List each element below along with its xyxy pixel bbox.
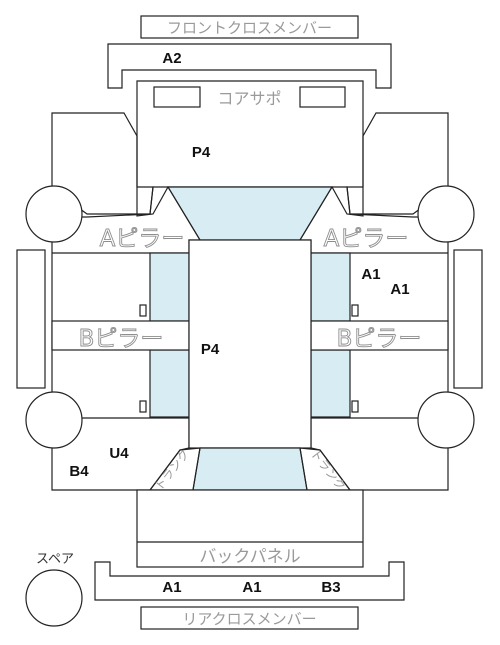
core-support-label: コアサポ <box>217 89 281 108</box>
right-front-door-code-1: A1 <box>361 266 380 283</box>
right-b-pillar[interactable] <box>310 320 449 351</box>
right-front-window[interactable] <box>310 252 351 322</box>
trunk-lid[interactable] <box>136 489 364 568</box>
left-rocker[interactable] <box>16 249 46 389</box>
rear-right-wheel[interactable] <box>417 391 475 449</box>
trunk-left-label: トランク <box>152 447 193 493</box>
headlight-right <box>299 86 346 108</box>
windshield[interactable] <box>166 186 334 241</box>
rear-left-wheel[interactable] <box>25 391 83 449</box>
right-rear-door-handle <box>351 400 359 413</box>
left-rear-window[interactable] <box>149 349 190 418</box>
hood-code: P4 <box>192 144 211 161</box>
roof-code: P4 <box>201 341 220 358</box>
left-rear-quarter-code-2: B4 <box>69 463 89 480</box>
rear-cross-member-bracket[interactable] <box>94 561 405 601</box>
left-b-pillar[interactable] <box>51 320 190 351</box>
rear-cross-member-code-2: A1 <box>242 579 261 596</box>
left-front-window[interactable] <box>149 252 190 322</box>
front-cross-member-box <box>140 15 359 39</box>
rear-cross-member-label: リアクロスメンバー <box>182 610 316 628</box>
left-front-door-handle <box>139 304 147 317</box>
trunk-right-label: トランク <box>308 447 349 493</box>
front-right-wheel[interactable] <box>417 185 475 243</box>
a-pillar-left-label: Aピラー <box>100 226 185 252</box>
front-cross-member-bracket[interactable] <box>107 43 392 89</box>
right-rear-window[interactable] <box>310 349 351 418</box>
left-rear-door-handle <box>139 400 147 413</box>
right-front-door-handle <box>351 304 359 317</box>
right-rocker[interactable] <box>453 249 483 389</box>
b-pillar-right-label: Bピラー <box>337 326 422 352</box>
front-left-wheel[interactable] <box>25 185 83 243</box>
roof[interactable] <box>188 239 312 449</box>
spare-label: スペア <box>36 552 74 567</box>
back-panel-label: バックパネル <box>199 547 300 567</box>
a-pillar-right-label: Aピラー <box>324 226 409 252</box>
rear-window[interactable] <box>192 447 308 491</box>
front-cross-member-label: フロントクロスメンバー <box>167 19 332 37</box>
rear-cross-member-box <box>140 606 359 630</box>
spare-tire[interactable] <box>25 569 83 627</box>
right-front-door-code-2: A1 <box>390 281 409 298</box>
b-pillar-left-label: Bピラー <box>79 326 164 352</box>
left-rear-quarter-code-1: U4 <box>109 445 129 462</box>
headlight-left <box>153 86 201 108</box>
rear-cross-member-code-3: B3 <box>321 579 340 596</box>
front-cross-member-code: A2 <box>162 50 181 67</box>
rear-cross-member-code-1: A1 <box>162 579 181 596</box>
